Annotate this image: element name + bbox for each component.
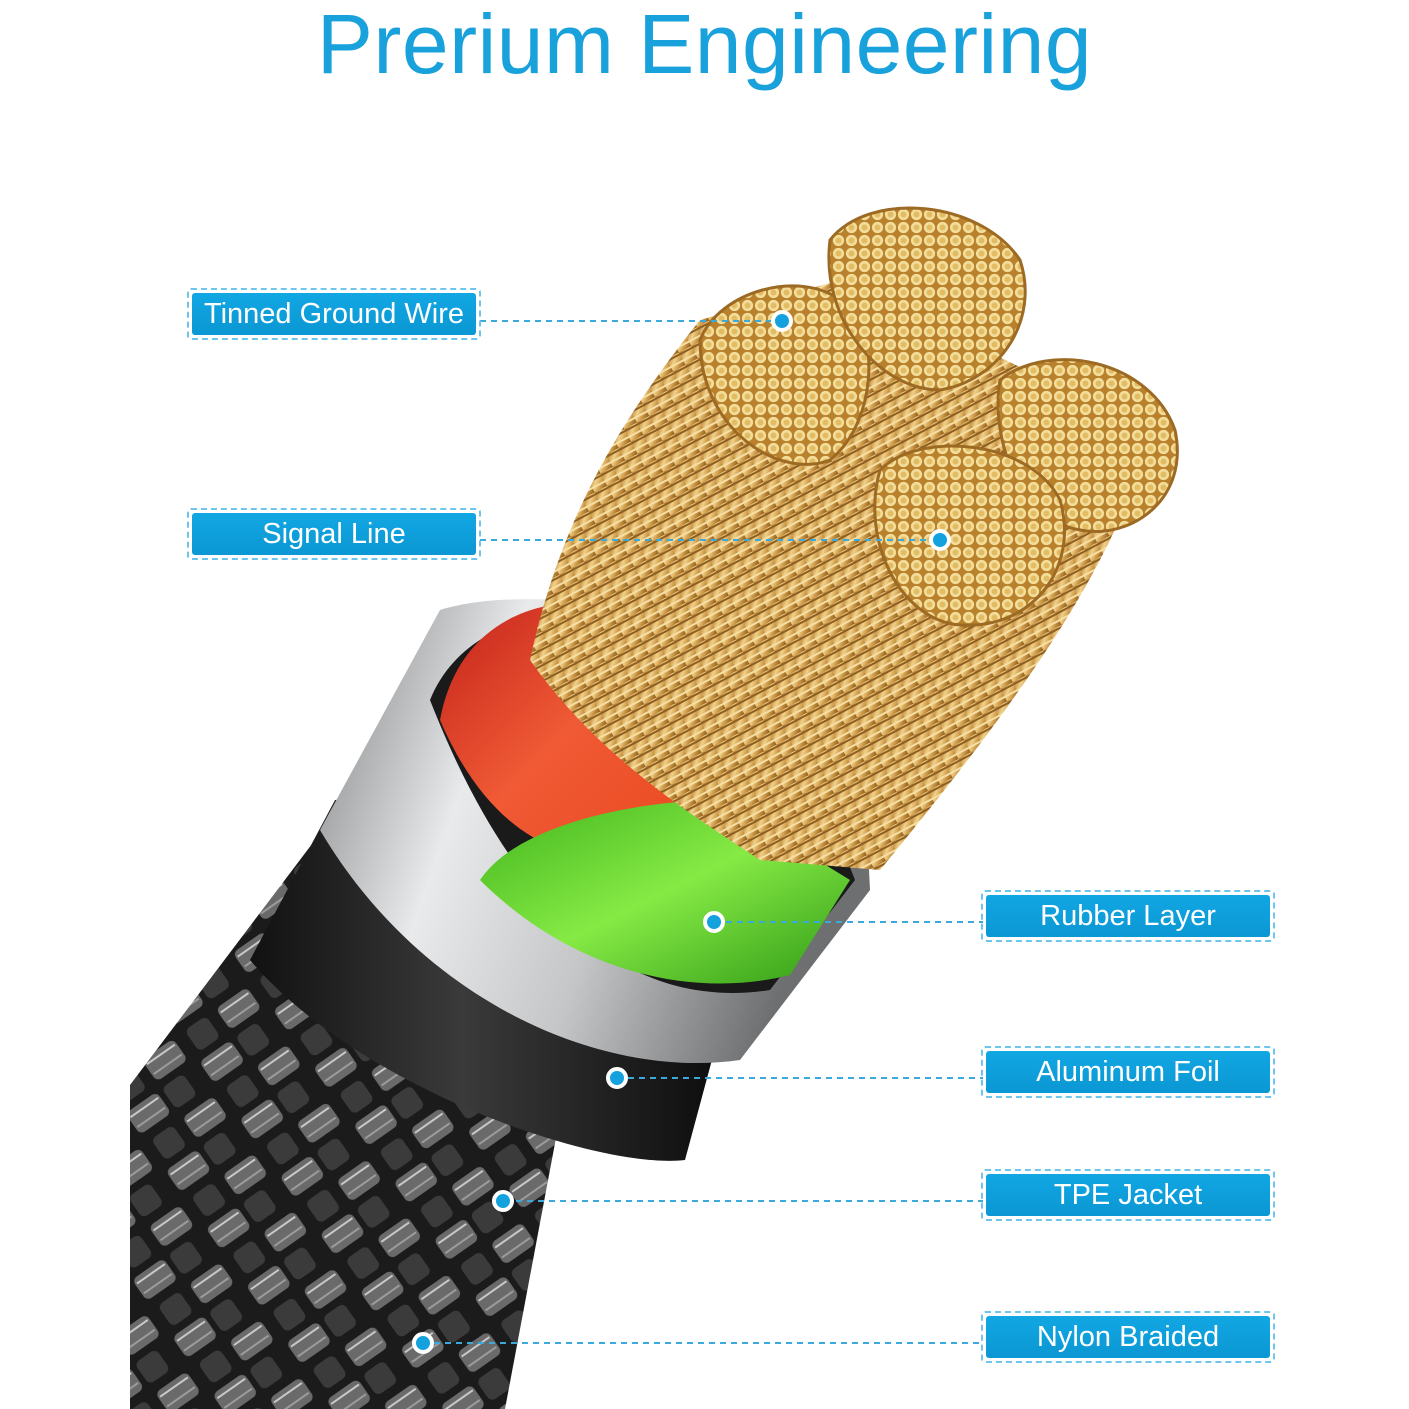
label-aluminum-foil-text: Aluminum Foil [986,1051,1270,1093]
label-nylon-braided-text: Nylon Braided [986,1316,1270,1358]
label-tpe-jacket: TPE Jacket [981,1169,1275,1221]
callout-lines [423,320,983,1344]
label-rubber-layer-text: Rubber Layer [986,895,1270,937]
label-nylon-braided: Nylon Braided [981,1311,1275,1363]
label-tpe-jacket-text: TPE Jacket [986,1174,1270,1216]
label-rubber-layer: Rubber Layer [981,890,1275,942]
conductor-ends [698,206,1179,627]
label-aluminum-foil: Aluminum Foil [981,1046,1275,1098]
label-tinned-ground-wire-text: Tinned Ground Wire [192,293,476,335]
label-signal-line-text: Signal Line [192,513,476,555]
label-tinned-ground-wire: Tinned Ground Wire [187,288,481,340]
page-title: Prerium Engineering [316,0,1093,91]
copper-strands [530,280,1150,870]
callout-dots [412,310,951,1354]
label-signal-line: Signal Line [187,508,481,560]
